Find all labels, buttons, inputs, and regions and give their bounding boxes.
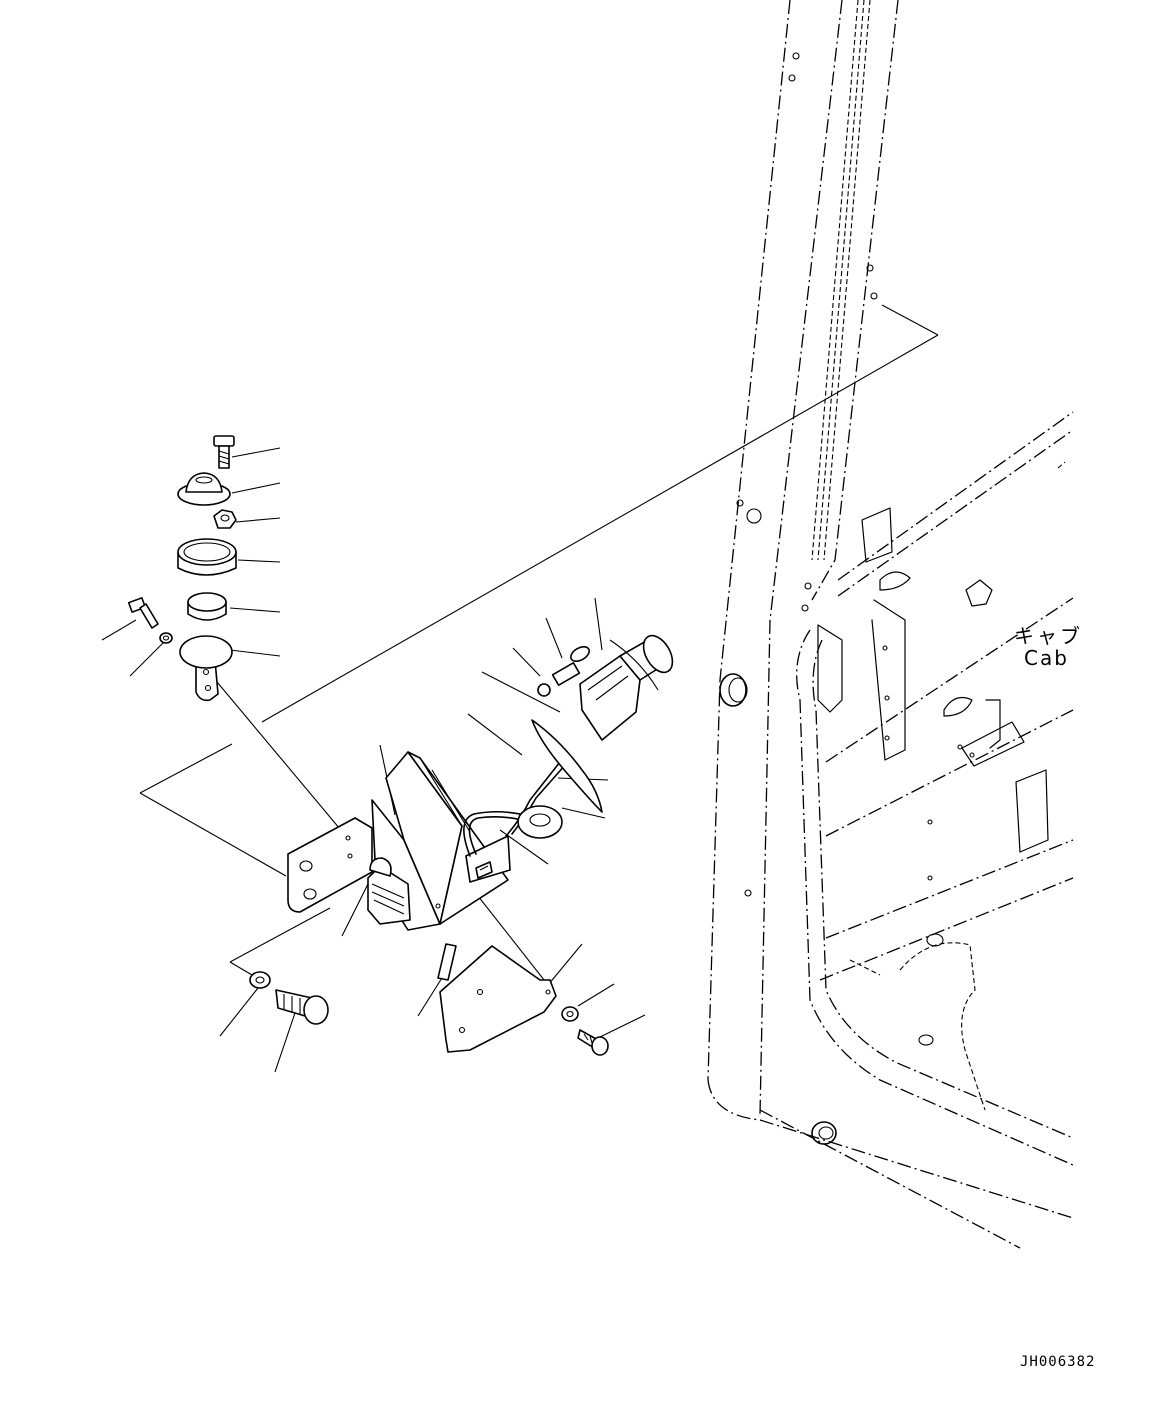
gasket-plate xyxy=(531,719,603,813)
pin xyxy=(437,943,457,981)
screw xyxy=(551,645,590,686)
ring-collar xyxy=(177,538,237,576)
bolt-top xyxy=(213,435,235,469)
cab-frame xyxy=(759,411,1074,1249)
bolt-right xyxy=(577,1029,609,1056)
disc-plug xyxy=(187,592,227,621)
clip-connector xyxy=(367,857,411,925)
hex-nut xyxy=(213,509,237,529)
cab-pillar xyxy=(707,0,899,1145)
drawing-number: JH006382 xyxy=(1020,1354,1096,1370)
leader-lines xyxy=(101,304,939,1073)
cab-label-jp: キャブ xyxy=(1014,624,1083,648)
washer-bottom xyxy=(249,971,271,989)
switch-body xyxy=(579,634,674,741)
cab-label-en: Cab xyxy=(1024,646,1069,670)
connector-plug xyxy=(465,835,511,883)
mounting-plate xyxy=(179,635,233,702)
washer-left xyxy=(159,632,173,644)
lower-bracket xyxy=(439,945,557,1053)
washer-right xyxy=(561,1006,579,1022)
grommet xyxy=(517,805,563,839)
bolt-bottom xyxy=(275,989,329,1025)
nut-small xyxy=(537,683,551,697)
dome-cap xyxy=(177,472,231,506)
bolt-left xyxy=(127,597,159,629)
